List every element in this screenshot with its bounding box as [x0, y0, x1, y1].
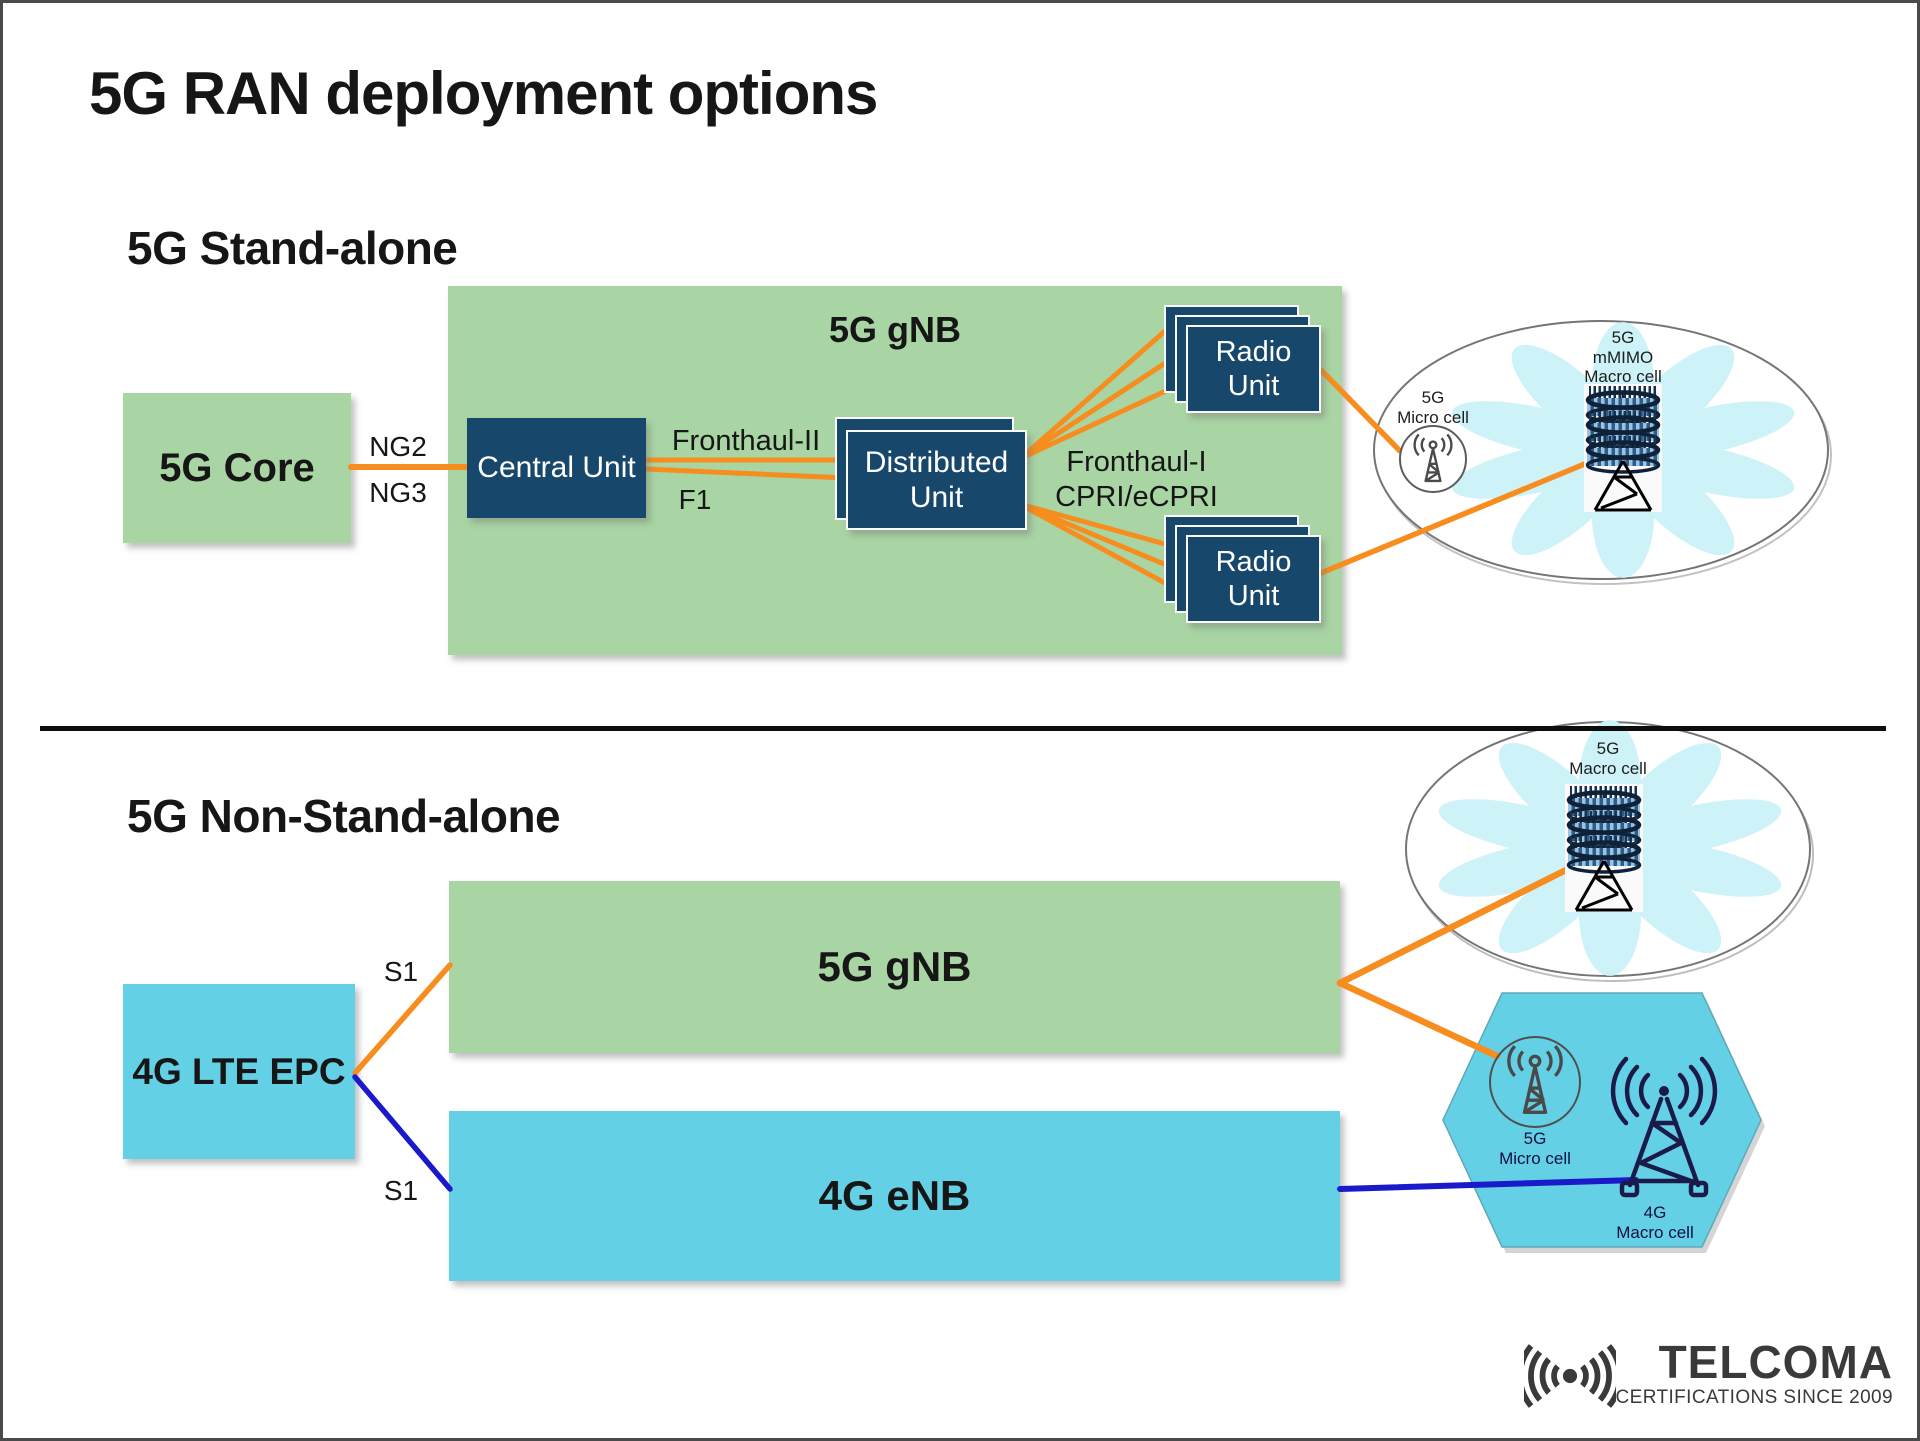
ng2-label: NG2 [369, 431, 427, 462]
nsa-mmimo-macro-tower [1565, 784, 1643, 912]
logo-tagline: CERTIFICATIONS SINCE 2009 [1615, 1387, 1893, 1408]
gnb-container-label: 5G gNB [828, 309, 961, 350]
s1-enb-link [352, 1074, 453, 1192]
hex-micro-line1: 5G [1523, 1129, 1547, 1148]
page-title: 5G RAN deployment options [89, 60, 878, 127]
s1-lower-label: S1 [383, 1175, 419, 1206]
hex-micro-cell-label: 5G Micro cell [1460, 1129, 1610, 1168]
sa-macro-cell-label: 5G mMIMO Macro cell [1548, 328, 1698, 387]
logo-name: TELCOMA [1658, 1336, 1893, 1388]
section-divider [40, 726, 1886, 731]
nonstandalone-heading: 5G Non-Stand-alone [127, 790, 561, 842]
telcoma-logo: TELCOMA CERTIFICATIONS SINCE 2009 [1523, 1336, 1893, 1413]
radio-unit-top-box: Radio Unit [1186, 325, 1321, 413]
hex-macro-cell-label: 4G Macro cell [1580, 1203, 1730, 1242]
f1-label: F1 [678, 484, 712, 515]
nsa-macro-line1: 5G [1596, 739, 1620, 758]
core-5g-box: 5G Core [123, 393, 351, 543]
sa-micro-line2: Micro cell [1397, 407, 1469, 427]
sa-micro-cell-label: 5G Micro cell [1358, 388, 1508, 427]
radio-unit-bottom-box: Radio Unit [1186, 535, 1321, 623]
nsa-macro-cell-label: 5G Macro cell [1533, 739, 1683, 778]
sa-macro-line1: 5G [1611, 328, 1635, 347]
gnb-5g-bar: 5G gNB [449, 881, 1340, 1053]
fronthaul1-label: Fronthaul-I [1066, 446, 1207, 478]
central-unit-box: Central Unit [467, 418, 646, 518]
radio-waves-icon [1523, 1344, 1616, 1408]
sa-macro-line2: mMIMO [1592, 347, 1654, 367]
epc-4g-lte-box: 4G LTE EPC [123, 984, 355, 1159]
gnb-macrocell-link [1336, 865, 1572, 987]
gnb-microcell-link [1336, 979, 1501, 1060]
enb-macrocell-link [1337, 1177, 1639, 1192]
sa-micro-cell-circle [1399, 425, 1467, 493]
ru-macrocell-link [1318, 460, 1590, 576]
hex-macro-line2: Macro cell [1616, 1222, 1694, 1242]
s1-upper-label: S1 [383, 956, 419, 987]
cpri-label: CPRI/eCPRI [1055, 481, 1218, 513]
distributed-unit-box: Distributed Unit [846, 430, 1027, 530]
ng3-label: NG3 [369, 477, 427, 508]
sa-mmimo-macro-tower [1584, 384, 1662, 512]
sa-micro-line1: 5G [1421, 388, 1445, 407]
fronthaul2-label: Fronthaul-II [671, 425, 821, 457]
hex-micro-cell-circle [1489, 1036, 1581, 1128]
hex-macro-line1: 4G [1643, 1203, 1667, 1222]
nsa-macro-line2: Macro cell [1569, 758, 1647, 778]
hex-4g-macro-tower-icon [1610, 1056, 1718, 1198]
sa-macro-line3: Macro cell [1584, 367, 1662, 387]
hex-micro-line2: Micro cell [1499, 1148, 1571, 1168]
enb-4g-bar: 4G eNB [449, 1111, 1340, 1281]
standalone-heading: 5G Stand-alone [127, 222, 458, 274]
